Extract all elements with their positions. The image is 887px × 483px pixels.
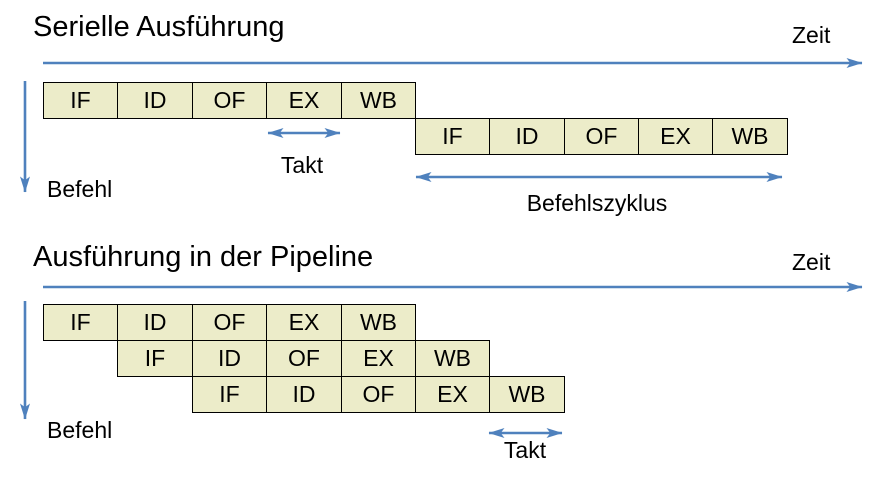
pipeline-stage-cell: IF — [43, 82, 118, 119]
pipeline-stage-cell: WB — [341, 82, 416, 119]
pipeline-section-title: Ausführung in der Pipeline — [33, 241, 374, 273]
pipeline-takt-label: Takt — [503, 437, 547, 463]
pipeline-stage-cell: EX — [415, 376, 490, 413]
pipeline-stage-cell: ID — [117, 304, 193, 341]
pipeline-stage-cell: OF — [564, 118, 639, 155]
pipeline-stage-cell: IF — [43, 304, 118, 341]
serial-befehl-label: Befehl — [47, 176, 113, 202]
pipeline-stage-cell: OF — [192, 82, 267, 119]
pipeline-stage-cell: EX — [638, 118, 713, 155]
pipeline-stage-cell: WB — [415, 340, 490, 377]
pipeline-stage-cell: IF — [117, 340, 193, 377]
pipeline-befehl-label: Befehl — [47, 417, 113, 443]
serial-takt-label: Takt — [280, 152, 324, 178]
pipeline-stage-cell: WB — [489, 376, 565, 413]
pipeline-stage-cell: OF — [192, 304, 267, 341]
pipeline-stage-cell: WB — [712, 118, 788, 155]
pipeline-zeit-label: Zeit — [792, 249, 831, 275]
pipeline-stage-cell: ID — [489, 118, 565, 155]
serial-zeit-label: Zeit — [792, 22, 831, 48]
pipeline-stage-cell: ID — [266, 376, 342, 413]
pipeline-stage-cell: EX — [266, 82, 342, 119]
pipeline-stage-cell: ID — [192, 340, 267, 377]
pipeline-stage-cell: EX — [341, 340, 416, 377]
pipeline-stage-cell: IF — [415, 118, 490, 155]
pipeline-stage-cell: IF — [192, 376, 267, 413]
pipeline-stage-cell: ID — [117, 82, 193, 119]
pipeline-stage-cell: OF — [341, 376, 416, 413]
pipeline-stage-cell: WB — [341, 304, 416, 341]
pipeline-stage-cell: EX — [266, 304, 342, 341]
pipeline-stage-cell: OF — [266, 340, 342, 377]
serial-befehlszyklus-label: Befehlszyklus — [526, 190, 668, 216]
serial-section-title: Serielle Ausführung — [33, 11, 285, 43]
